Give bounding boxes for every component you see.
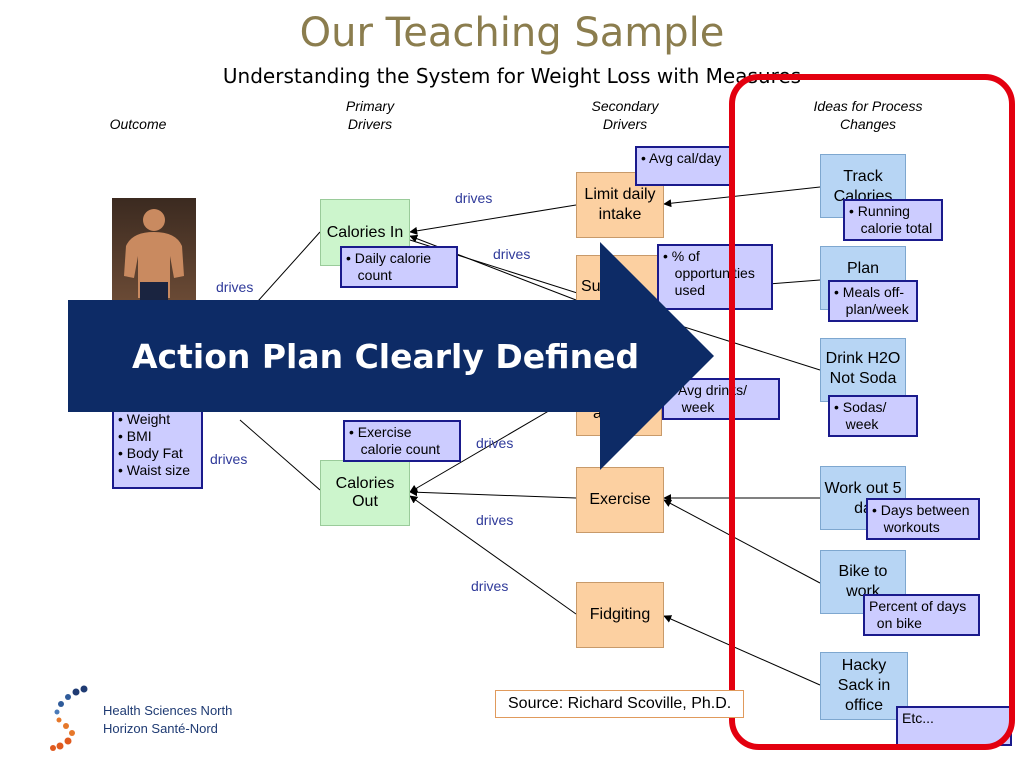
column-header-primary: Primary Drivers bbox=[345, 98, 395, 132]
secondary-driver-label: Exercise bbox=[589, 491, 651, 508]
highlight-ideas-frame bbox=[729, 74, 1015, 750]
edge-label-drives: drives bbox=[471, 578, 509, 594]
outcome-photo bbox=[112, 198, 196, 300]
secondary-driver-fidgeting: Fidgiting bbox=[576, 582, 664, 648]
edge-label-drives: drives bbox=[210, 451, 248, 467]
measure-outcome-list: • Weight • BMI • Body Fat • Waist size bbox=[112, 405, 203, 489]
idea-hacky-sack: Hacky Sack in office bbox=[820, 652, 908, 720]
primary-driver-label: Calories Out bbox=[335, 475, 395, 510]
measure-sodas-week: • Sodas/ week bbox=[828, 395, 918, 437]
edge-bike-exercise bbox=[663, 499, 821, 584]
idea-label: Plan bbox=[846, 260, 880, 277]
secondary-driver-exercise: Exercise bbox=[576, 467, 664, 533]
edge-limit-calin bbox=[409, 204, 577, 235]
edge-label-drives: drives bbox=[493, 246, 531, 262]
column-header-ideas: Ideas for Process Changes bbox=[813, 98, 923, 132]
edge-hacky-fidget bbox=[663, 615, 821, 686]
edge-fidget-calout bbox=[409, 495, 577, 615]
page-subtitle: Understanding the System for Weight Loss… bbox=[222, 64, 802, 88]
page-title: Our Teaching Sample bbox=[299, 10, 725, 56]
idea-label: Bike to work bbox=[838, 563, 888, 600]
secondary-driver-label: Fidgiting bbox=[589, 606, 651, 623]
edge-label-drives: drives bbox=[455, 190, 493, 206]
logo-text-line2: Horizon Santé-Nord bbox=[103, 721, 218, 736]
edge-track-limit bbox=[663, 186, 821, 208]
measure-daily-calorie-count: • Daily calorie count bbox=[340, 246, 458, 288]
banner-text: Action Plan Clearly Defined bbox=[132, 337, 640, 376]
edge-exercise-calout bbox=[409, 488, 577, 499]
measure-running-calorie-total: • Running calorie total bbox=[843, 199, 943, 241]
idea-bike-to-work: Bike to work bbox=[820, 550, 906, 614]
measure-meals-off-plan: • Meals off- plan/week bbox=[828, 280, 918, 322]
edge-calout-outcome bbox=[239, 419, 321, 491]
measure-days-between-workouts: • Days between workouts bbox=[866, 498, 980, 540]
secondary-driver-label: Limit daily intake bbox=[584, 186, 656, 223]
edge-label-drives: drives bbox=[476, 435, 514, 451]
idea-drink-h2o: Drink H2O Not Soda bbox=[820, 338, 906, 402]
column-header-outcome: Outcome bbox=[109, 116, 167, 132]
measure-percent-days-bike: Percent of days on bike bbox=[863, 594, 980, 636]
edge-calin-outcome bbox=[249, 231, 321, 311]
measure-exercise-calorie-count: • Exercise calorie count bbox=[343, 420, 461, 462]
secondary-driver-label: a bbox=[593, 405, 602, 422]
logo-mark bbox=[50, 684, 94, 754]
logo-text-line1: Health Sciences North bbox=[103, 703, 233, 718]
idea-label: Hacky Sack in office bbox=[837, 657, 891, 714]
primary-driver-calories-out: Calories Out bbox=[320, 460, 410, 526]
source-citation: Source: Richard Scoville, Ph.D. bbox=[495, 690, 745, 718]
measure-avg-cal-day: • Avg cal/day bbox=[635, 146, 731, 186]
idea-label: Drink H2O Not Soda bbox=[825, 350, 901, 387]
measure-pct-opportunities: • % of opportunities used bbox=[657, 244, 773, 310]
edge-label-drives: drives bbox=[476, 512, 514, 528]
column-header-secondary: Secondary Drivers bbox=[591, 98, 659, 132]
primary-driver-label: Calories In bbox=[326, 223, 404, 241]
edge-label-drives: drives bbox=[216, 279, 254, 295]
